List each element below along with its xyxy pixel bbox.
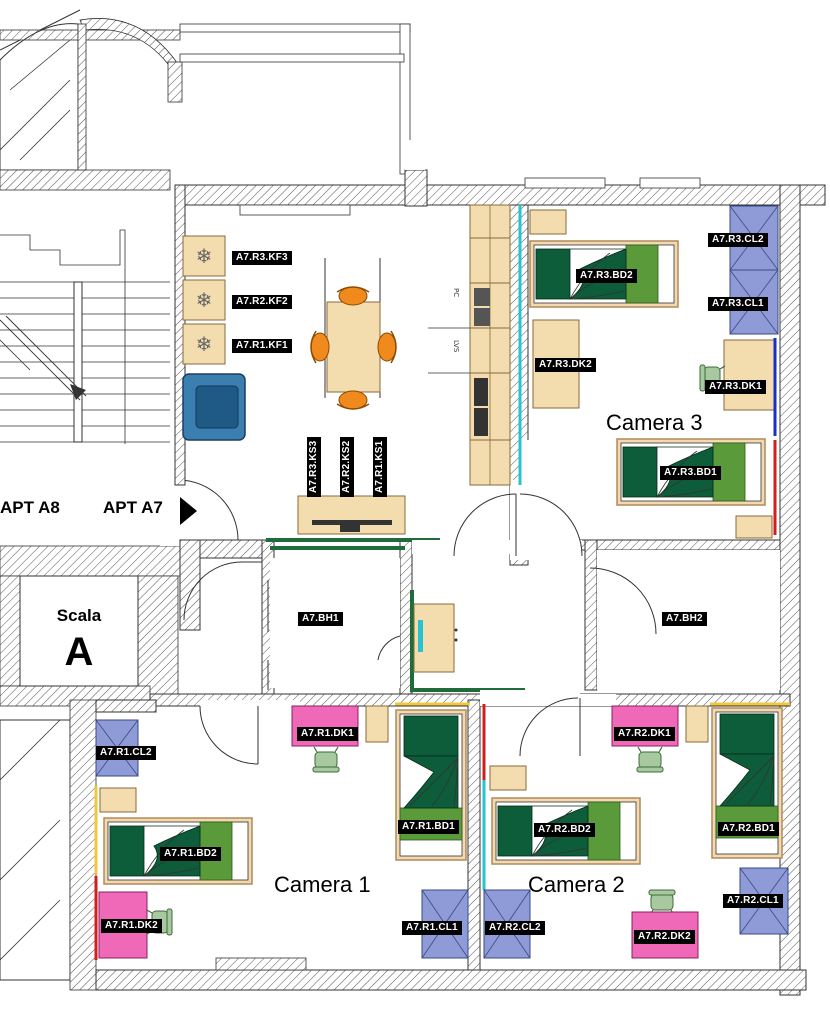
bed-tag: A7.R2.BD1 <box>718 822 779 836</box>
apartment-walls <box>95 140 826 996</box>
room-name-camera-2: Camera 2 <box>528 872 625 897</box>
svg-text:❄: ❄ <box>196 332 213 356</box>
apt-a7-label: APT A7 <box>103 498 163 517</box>
svg-text:❄: ❄ <box>196 244 213 268</box>
kitchen-area: ❄ ❄ ❄ <box>182 204 522 535</box>
bed-tag: A7.R3.BD1 <box>660 466 721 480</box>
svg-text:❄: ❄ <box>196 288 213 312</box>
desk-tag: A7.R3.DK1 <box>705 380 766 394</box>
shelf-tag: A7.R1.KS1 <box>373 436 387 497</box>
bed-tag: A7.R1.BD2 <box>160 847 221 861</box>
desk-tag: A7.R1.DK2 <box>101 919 162 933</box>
bed-tag: A7.R2.BD2 <box>534 823 595 837</box>
stair-letter: A <box>64 630 94 674</box>
fridge-tag: A7.R3.KF3 <box>232 251 292 265</box>
entrance-arrow-icon <box>180 497 197 525</box>
bathroom-tag: A7.BH1 <box>298 612 343 626</box>
desk-tag: A7.R3.DK2 <box>535 358 596 372</box>
fridge-tag: A7.R1.KF1 <box>232 339 292 353</box>
shelf-tag: A7.R3.KS3 <box>307 436 321 497</box>
bathroom-tag: A7.BH2 <box>662 612 707 626</box>
pc-label: PC <box>452 288 460 298</box>
desk-tag: A7.R2.DK1 <box>614 727 675 741</box>
stair-core <box>0 0 411 1016</box>
closet-tag: A7.R3.CL2 <box>708 233 768 247</box>
lvs-label: LVS <box>452 340 460 353</box>
closet-tag: A7.R2.CL1 <box>723 894 783 908</box>
room-name-camera-3: Camera 3 <box>606 410 703 435</box>
bed-tag: A7.R1.BD1 <box>398 820 459 834</box>
desk-tag: A7.R2.DK2 <box>634 930 695 944</box>
room-name-camera-1: Camera 1 <box>274 872 371 897</box>
bathroom-1-fixtures <box>413 603 458 673</box>
desk-tag: A7.R1.DK1 <box>297 727 358 741</box>
bed-tag: A7.R3.BD2 <box>576 269 637 283</box>
apt-a8-label: APT A8 <box>0 498 60 517</box>
stair-label: Scala <box>56 606 102 625</box>
shelf-tag: A7.R2.KS2 <box>340 436 354 497</box>
closet-tag: A7.R3.CL1 <box>708 297 768 311</box>
fridge-tag: A7.R2.KF2 <box>232 295 292 309</box>
closet-tag: A7.R1.CL1 <box>402 921 462 935</box>
closet-tag: A7.R1.CL2 <box>96 746 156 760</box>
closet-tag: A7.R2.CL2 <box>485 921 545 935</box>
